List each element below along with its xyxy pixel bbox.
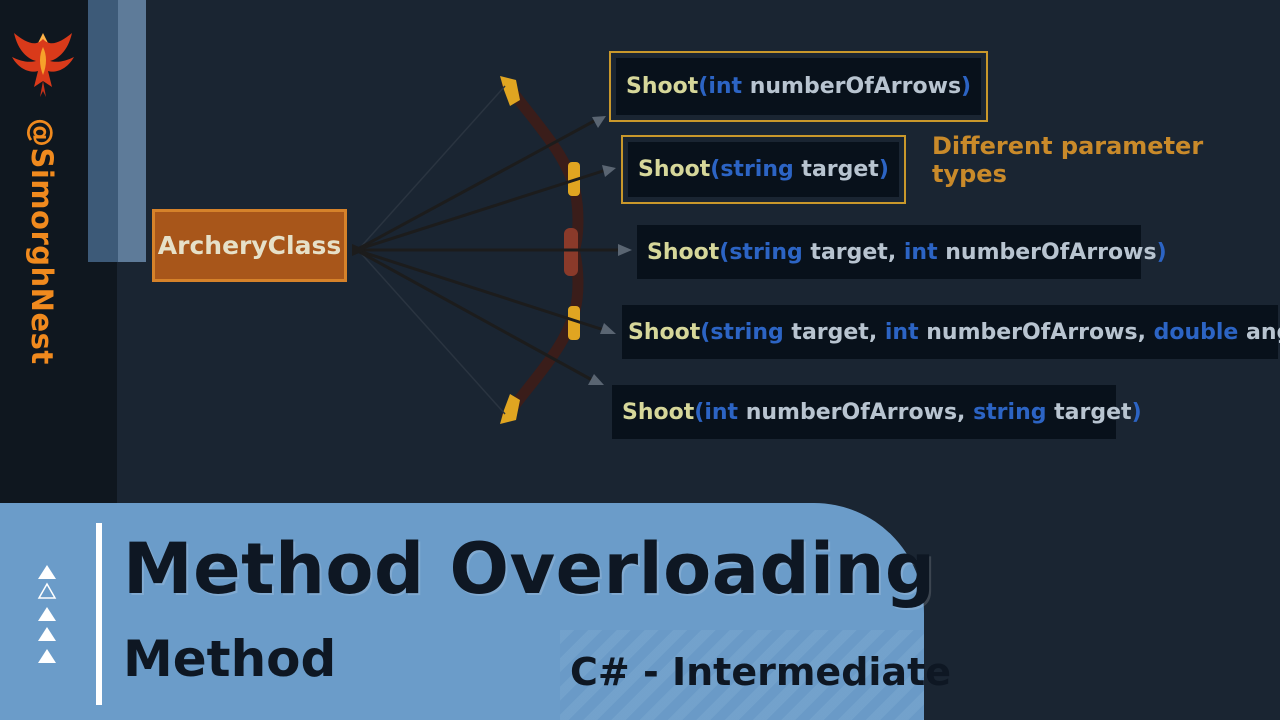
accent-bar	[88, 0, 146, 262]
method-name: Shoot	[638, 157, 711, 182]
arrow-head-5	[588, 374, 604, 385]
overload-2: Shoot(string target)	[621, 135, 906, 204]
param-type: string	[729, 239, 803, 265]
filled-triangle-icon	[38, 565, 56, 579]
param-name: numberOfArrows	[749, 74, 962, 99]
bow-string-lower	[357, 249, 506, 415]
overload-1: Shoot(int numberOfArrows)	[608, 51, 989, 122]
paren-open: (	[698, 74, 709, 99]
param-type: int	[704, 399, 739, 425]
arrow-shaft-1	[355, 118, 597, 252]
param-name: target	[801, 157, 879, 182]
level-arrows	[37, 565, 57, 663]
filled-triangle-icon	[38, 627, 56, 641]
page-subtitle: Method	[123, 630, 337, 688]
method-name: Shoot	[622, 399, 695, 425]
param-type: int	[903, 239, 938, 265]
param-type: int	[884, 319, 919, 345]
class-name: ArcheryClass	[157, 231, 342, 260]
class-box: ArcheryClass	[152, 209, 347, 282]
arrow-shaft-4	[355, 248, 605, 332]
paren-close: )	[1156, 239, 1167, 265]
paren-open: (	[700, 319, 711, 345]
paren-open: (	[710, 157, 721, 182]
bow-tip-lower	[500, 394, 520, 424]
banner-rule	[96, 523, 102, 705]
bow-grip	[564, 228, 578, 276]
title-banner	[0, 503, 924, 720]
param-name: angle	[1246, 319, 1280, 345]
paren-close: )	[1131, 399, 1142, 425]
filled-triangle-icon	[38, 649, 56, 663]
param-name: numberOfArrows	[945, 239, 1157, 265]
param-name: numberOfArrows,	[745, 399, 966, 425]
banner-stripes	[560, 630, 924, 720]
diagram: ArcheryClass Shoot(int numberOfArrows) S…	[152, 51, 1280, 439]
paren-open: (	[719, 239, 730, 265]
course-level: C# - Intermediate	[570, 650, 952, 694]
param-name: target	[1054, 399, 1132, 425]
param-name: numberOfArrows,	[926, 319, 1146, 345]
param-name: target,	[791, 319, 878, 345]
arrow-head-2	[602, 165, 616, 177]
arrow-shaft-2	[355, 168, 607, 252]
outline-triangle-icon	[37, 582, 57, 599]
brand: @SimorghNest	[0, 0, 88, 380]
overload-3: Shoot(string target, int numberOfArrows …	[637, 225, 1167, 279]
method-name: Shoot	[628, 319, 701, 345]
method-name: Shoot	[647, 239, 720, 265]
overload-4: Shoot(string target, int numberOfArrows,…	[622, 305, 1280, 359]
param-type: string	[973, 399, 1047, 425]
bow-wrap-lower	[568, 306, 580, 340]
bow-tip-upper	[500, 76, 520, 106]
arrow-head-1	[592, 116, 606, 128]
bow-diagram	[352, 76, 632, 424]
param-type: int	[708, 74, 743, 99]
arrow-head-4	[600, 323, 616, 334]
param-type: string	[720, 157, 794, 182]
param-type: string	[710, 319, 784, 345]
annotation-note: Different parameter types	[932, 132, 1204, 188]
phoenix-icon	[12, 33, 74, 97]
accent-bar-highlight	[118, 0, 146, 262]
overload-5: Shoot(int numberOfArrows, string target)	[612, 385, 1142, 439]
paren-close: )	[961, 74, 972, 99]
arrow-head-3	[618, 244, 632, 256]
bow-limb-upper	[501, 78, 584, 256]
param-name: target,	[810, 239, 897, 265]
paren-open: (	[694, 399, 705, 425]
paren-close: )	[878, 157, 889, 182]
arrow-shaft-5	[355, 248, 593, 382]
method-name: Shoot	[626, 74, 699, 99]
filled-triangle-icon	[38, 607, 56, 621]
param-type: double	[1153, 319, 1239, 345]
bow-string-upper	[357, 85, 506, 251]
arrow-nock	[352, 244, 366, 256]
page-title: Method Overloading	[123, 528, 936, 610]
